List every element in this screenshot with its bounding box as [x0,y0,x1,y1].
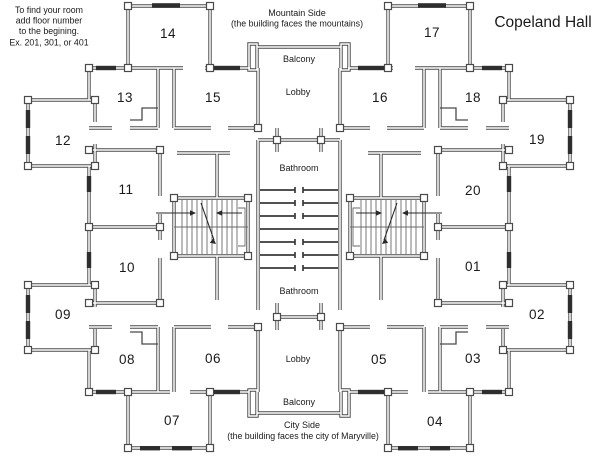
window-segments [25,3,573,451]
room-19-label: 19 [529,132,545,147]
room-20-label: 20 [465,183,481,198]
lobby-top-label: Lobby [286,87,311,97]
instructions-line-1: To find your room [15,5,83,15]
room-13-label: 13 [117,90,133,105]
room-12-label: 12 [55,133,71,148]
building-walls [26,4,572,450]
room-01-label: 01 [465,259,481,274]
room-06-label: 06 [205,351,221,366]
room-08-label: 08 [119,352,135,367]
plan-annotations: To find your room add floor number to th… [9,5,591,441]
stair-treads [174,200,424,254]
building-title: Copeland Hall [494,14,591,31]
room-16-label: 16 [372,90,388,105]
room-07-label: 07 [164,413,180,428]
room-10-label: 10 [119,260,135,275]
mountain-side-label: Mountain Side [268,8,326,18]
room-17-label: 17 [424,25,440,40]
lobby-bottom-label: Lobby [286,354,311,364]
room-14-label: 14 [160,26,176,41]
balcony-bottom-label: Balcony [283,397,316,407]
room-03-label: 03 [465,351,481,366]
bathroom-stall-partitions [260,187,338,271]
room-05-label: 05 [371,352,387,367]
room-15-label: 15 [205,90,221,105]
instructions-line-2: add floor number [16,16,83,26]
room-09-label: 09 [55,307,71,322]
mountain-side-sublabel: (the building faces the mountains) [231,19,363,29]
city-side-sublabel: (the building faces the city of Maryvill… [227,431,379,441]
bathroom-bottom-label: Bathroom [279,286,318,296]
instructions-line-3: to the begining. [19,26,79,36]
city-side-label: City Side [284,420,320,430]
instructions-line-4: Ex. 201, 301, or 401 [9,38,88,48]
closet-walls [130,107,468,345]
room-18-label: 18 [465,90,481,105]
stair-direction-arrows [156,202,442,244]
room-11-label: 11 [118,182,133,197]
room-04-label: 04 [427,414,443,429]
bathroom-top-label: Bathroom [279,163,318,173]
balcony-top-label: Balcony [283,54,316,64]
room-number-labels: 14 17 13 15 16 18 12 19 11 20 10 01 09 0… [55,25,545,429]
room-02-label: 02 [529,307,545,322]
